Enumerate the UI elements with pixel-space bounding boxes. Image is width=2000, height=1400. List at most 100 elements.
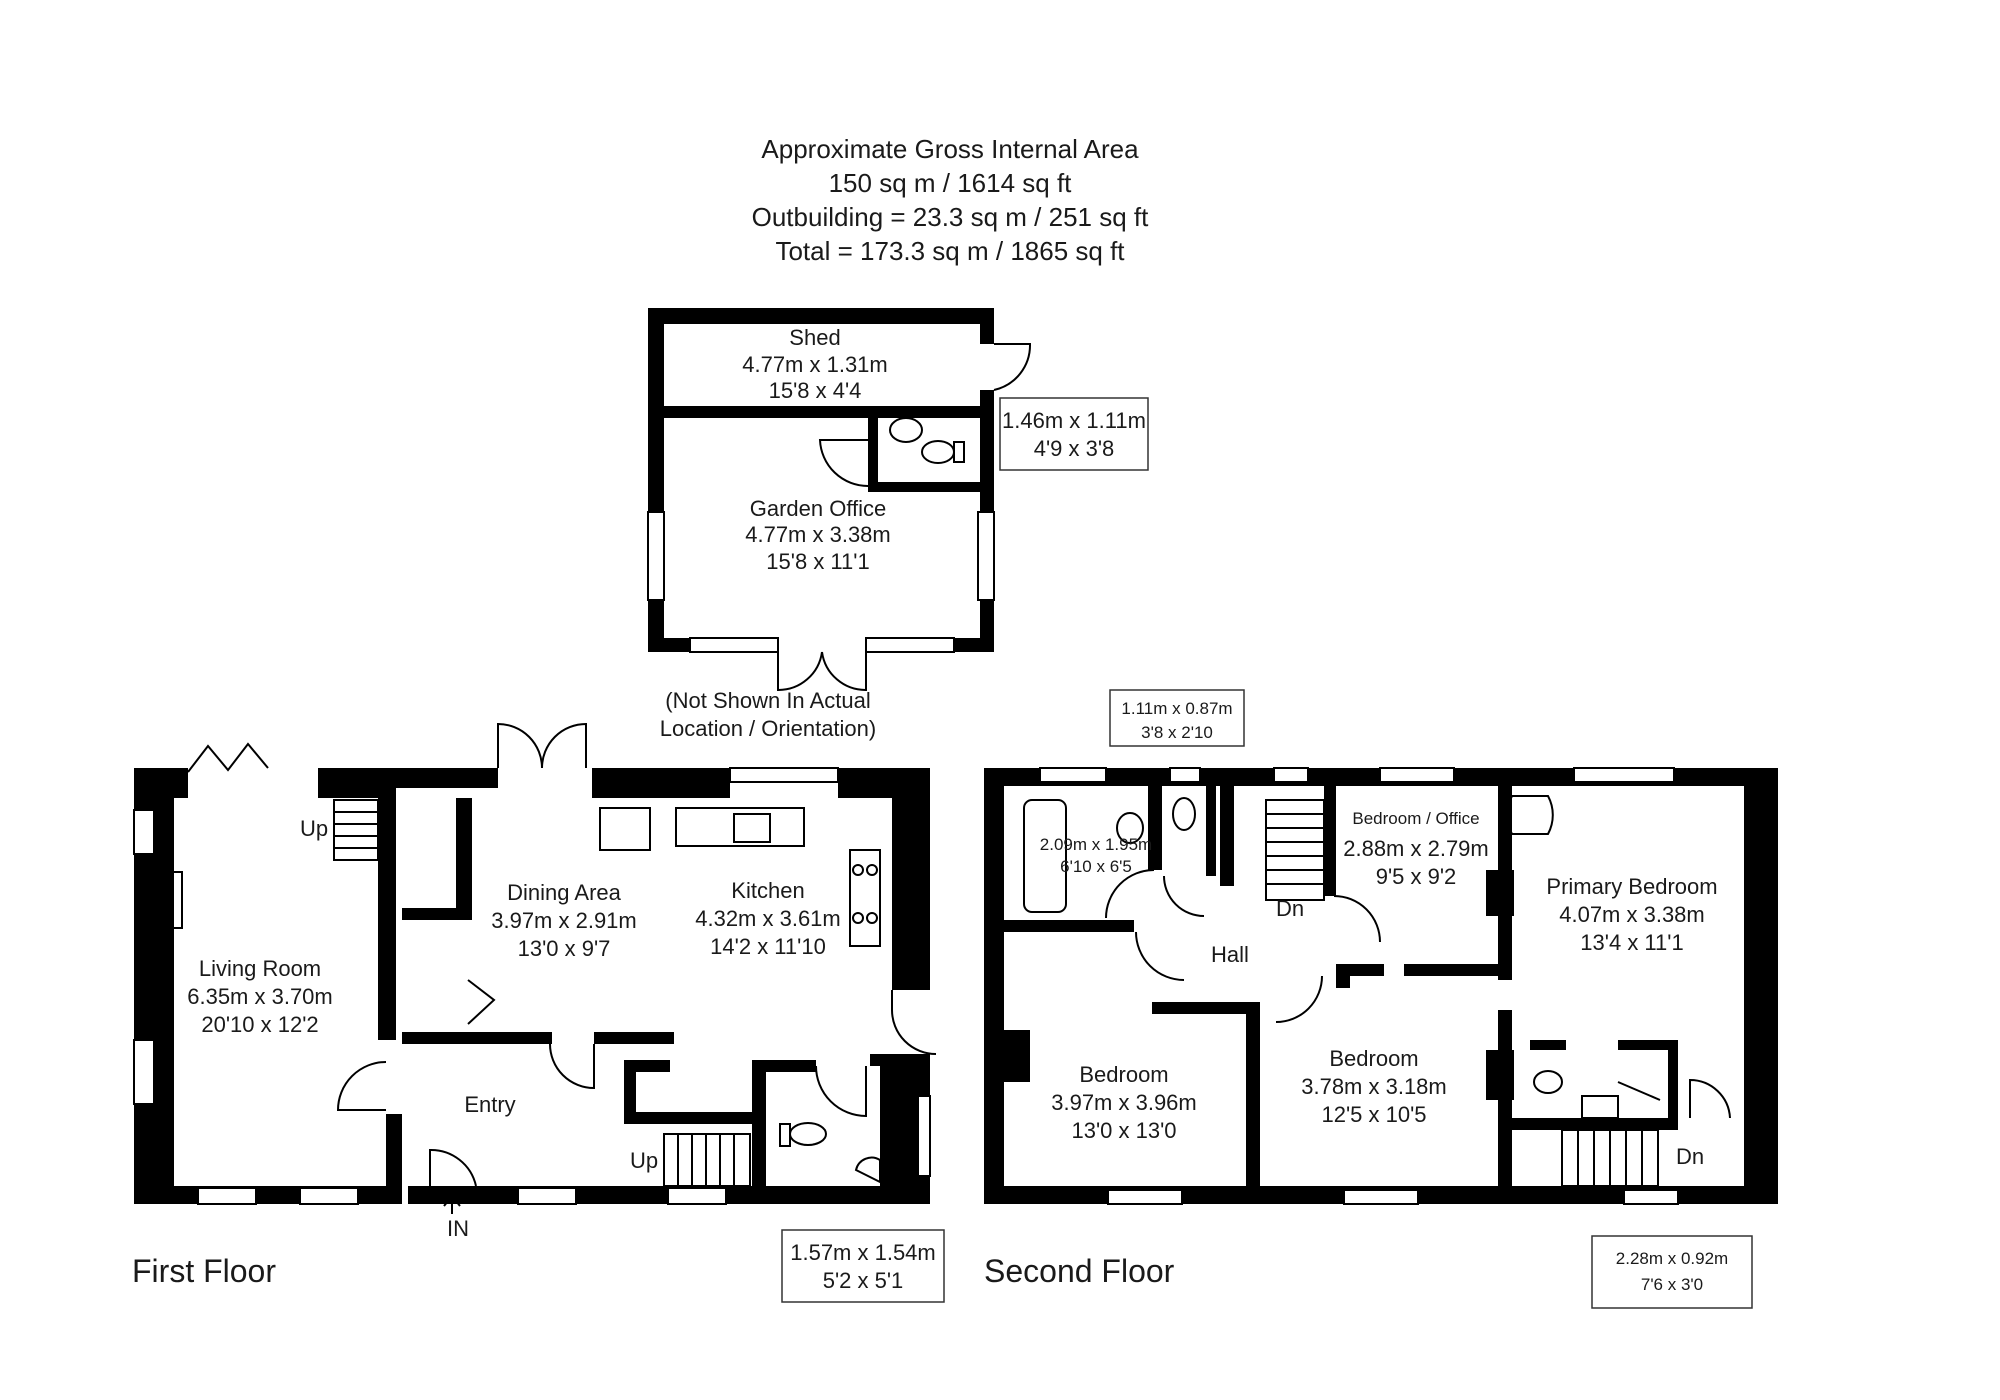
sf-ensuite-top-wall — [1618, 1040, 1678, 1050]
ff-entry-top-wall-left — [402, 1032, 552, 1044]
garden-office-name: Garden Office — [750, 496, 887, 521]
summary-main-area: 150 sq m / 1614 sq ft — [828, 168, 1072, 198]
sf-office-left-wall — [1324, 786, 1336, 896]
sf-office-bottom-wall — [1404, 964, 1508, 976]
living-room-name: Living Room — [199, 956, 321, 981]
living-room-metric: 6.35m x 3.70m — [187, 984, 333, 1009]
sf-ensuite-bottom-wall — [1512, 1118, 1678, 1130]
sf-bath-sink-icon — [1116, 812, 1144, 844]
sf-wc-metric: 1.11m x 0.87m — [1121, 699, 1232, 718]
wc-bottom-wall — [868, 482, 994, 492]
sf-landing-dimension-box — [1591, 1235, 1753, 1309]
ff-entry-window-bottom — [517, 1187, 577, 1205]
hob-burner-icon — [852, 912, 864, 924]
sf-ensuite-sink-icon — [1581, 1095, 1619, 1119]
sf-bedroom2-imperial: 12'5 x 10'5 — [1321, 1102, 1426, 1127]
wc-door-swing — [818, 439, 869, 488]
sf-primary-imperial: 13'4 x 11'1 — [1580, 930, 1683, 955]
ff-right-wall-upper — [892, 768, 930, 990]
kitchen-sink-icon — [733, 813, 771, 843]
sf-landing-imperial: 7'6 x 3'0 — [1641, 1275, 1703, 1294]
ff-stair-left-wall — [624, 1060, 636, 1120]
office-right-window — [977, 511, 995, 601]
sf-right-wall — [1744, 768, 1778, 1204]
ff-living-entry-wall-lower — [386, 1114, 402, 1204]
sf-bath-metric: 2.09m x 1.95m — [1040, 835, 1152, 854]
ff-living-window-left-lower — [133, 1039, 155, 1105]
ff-kitchen-window-top — [729, 767, 839, 783]
sf-hall-name: Hall — [1211, 942, 1249, 967]
sf-bathtub-icon — [1023, 799, 1067, 913]
ff-wc-door — [815, 1065, 867, 1118]
sf-bedroom1-metric: 3.97m x 3.96m — [1051, 1090, 1197, 1115]
outbuilding-wc-dimension-box — [999, 397, 1149, 471]
entrance-label: IN — [447, 1216, 469, 1241]
kitchen-worktop — [675, 807, 805, 847]
ff-top-wall-dining — [396, 768, 498, 788]
ff-living-window-bottom-2 — [299, 1187, 359, 1205]
sf-bed2-top-stub — [1336, 976, 1350, 988]
second-floor-label: Second Floor — [984, 1253, 1175, 1289]
sink-icon — [889, 417, 923, 443]
sf-ensuite-shower-door — [1617, 1081, 1661, 1101]
sf-office-window — [1379, 767, 1455, 783]
office-left-window — [647, 511, 665, 601]
sf-chimney-breast-lower — [1486, 1050, 1514, 1100]
sf-bed-divider-wall — [1246, 1002, 1260, 1204]
summary-total-area: Total = 173.3 sq m / 1865 sq ft — [775, 236, 1125, 266]
outbuilding-note-line-1: (Not Shown In Actual — [665, 688, 870, 713]
sf-office-metric: 2.88m x 2.79m — [1343, 836, 1489, 861]
ff-dining-wall-step — [402, 908, 472, 920]
garden-office-imperial: 15'8 x 11'1 — [766, 549, 869, 574]
ff-wc-imperial: 5'2 x 5'1 — [823, 1268, 904, 1293]
shed-metric: 4.77m x 1.31m — [742, 352, 888, 377]
outbuilding-wc-imperial: 4'9 x 3'8 — [1034, 436, 1115, 461]
sf-office-bottom-wall-left — [1336, 964, 1384, 976]
ff-kitchen-wc-wall — [870, 1054, 930, 1066]
sf-stairs-down-label-landing: Dn — [1676, 1144, 1704, 1169]
sf-bedroom1-door — [1135, 931, 1185, 981]
sf-stair-left-wall — [1220, 786, 1234, 886]
sf-office-name: Bedroom / Office — [1352, 809, 1479, 828]
dining-area-name: Dining Area — [507, 880, 622, 905]
sf-landing-metric: 2.28m x 0.92m — [1616, 1249, 1728, 1268]
hob-burner-icon — [866, 912, 878, 924]
sf-bedroom1-window — [1107, 1189, 1183, 1205]
ff-wc-dimension-box — [781, 1229, 945, 1303]
ff-stairs-up-label-living: Up — [300, 816, 328, 841]
ff-wc-top-wall — [766, 1060, 816, 1072]
sf-wc-window — [1169, 767, 1201, 783]
sf-primary-left-wall — [1498, 1010, 1512, 1204]
sf-bath-window — [1039, 767, 1107, 783]
kitchen-metric: 4.32m x 3.61m — [695, 906, 841, 931]
summary-title: Approximate Gross Internal Area — [761, 134, 1139, 164]
sf-ensuite-toilet-icon — [1533, 1070, 1563, 1094]
sf-bedroom1-imperial: 13'0 x 13'0 — [1071, 1118, 1176, 1143]
sf-office-door — [1333, 895, 1381, 943]
area-summary: Approximate Gross Internal Area 150 sq m… — [0, 132, 1900, 268]
sf-chimney-breast-upper — [1486, 870, 1514, 916]
ff-wc-window-right — [917, 1095, 931, 1177]
kitchen-name: Kitchen — [731, 878, 804, 903]
sf-ensuite-right-wall — [1668, 1040, 1678, 1128]
sf-landing-window — [1273, 767, 1309, 783]
sf-stairs-down-hall — [1265, 799, 1325, 901]
ff-top-wall-living-right — [318, 768, 396, 798]
hob-burner-icon — [866, 864, 878, 876]
ff-toilet-cistern-icon — [779, 1123, 791, 1147]
ff-wc-metric: 1.57m x 1.54m — [790, 1240, 936, 1265]
kitchen-unit-left — [599, 807, 651, 851]
sf-wc-toilet-icon — [1172, 797, 1196, 831]
sf-bath-imperial: 6'10 x 6'5 — [1060, 857, 1132, 876]
sf-wc-right-wall — [1206, 786, 1216, 876]
sf-stairs-down-label-hall: Dn — [1276, 896, 1304, 921]
ff-living-window-left-upper — [133, 809, 155, 855]
shed-name: Shed — [789, 325, 840, 350]
ff-dining-french-doors — [497, 722, 587, 769]
outbuilding-top-wall — [648, 308, 984, 324]
outbuilding — [647, 308, 1032, 692]
ff-kitchen-side-door — [891, 990, 937, 1055]
ff-stairs-up-living — [333, 799, 379, 861]
ff-front-door — [429, 1148, 477, 1187]
